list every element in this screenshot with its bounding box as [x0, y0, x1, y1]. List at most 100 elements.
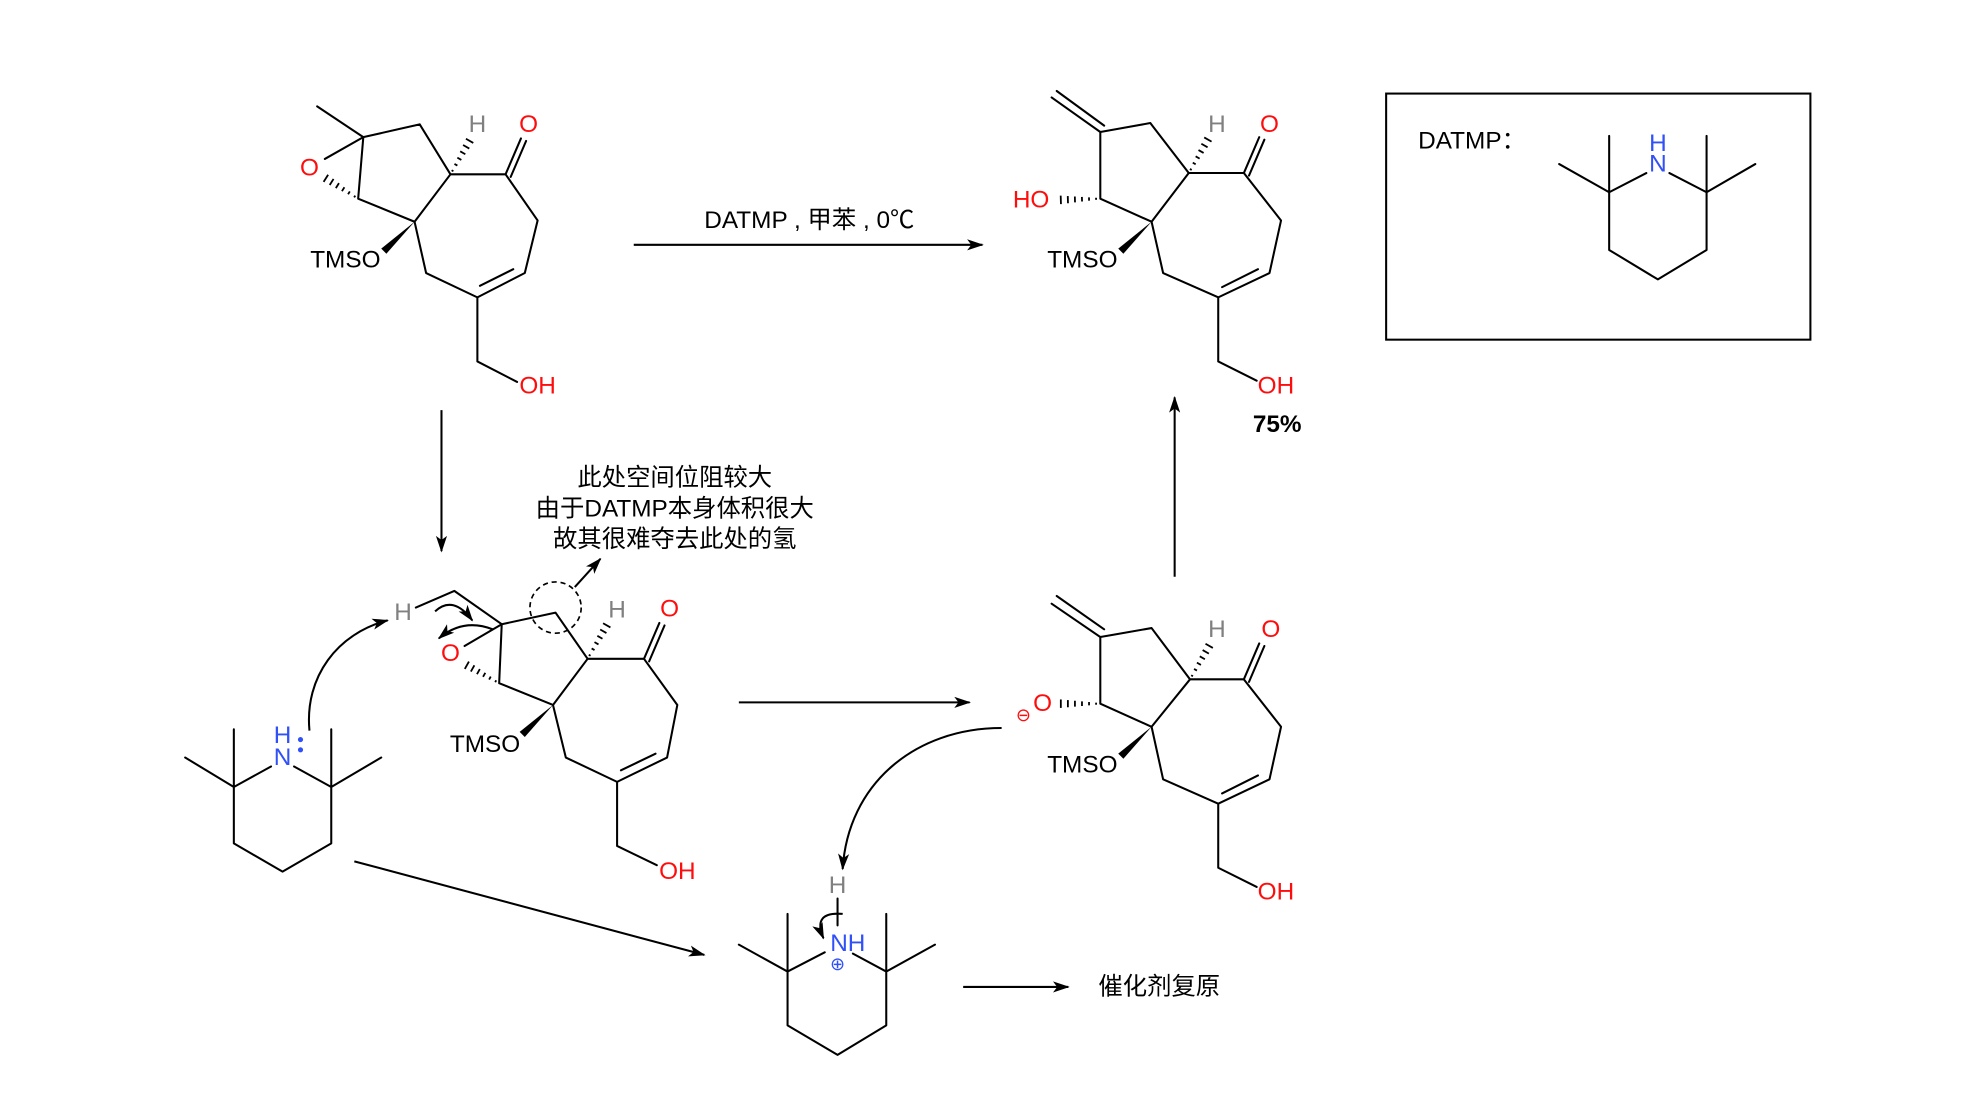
hydrogen-label: H — [1208, 111, 1226, 138]
base-to-ammonium-arrow — [354, 860, 706, 957]
hash-stroke — [456, 156, 462, 161]
hash-stroke — [462, 144, 470, 150]
protonation-curved-arrow — [838, 727, 1002, 871]
negative-charge: ⊖ — [1016, 705, 1031, 725]
hash-stroke — [470, 664, 476, 673]
annotation-line-3: 故其很难夺去此处的氢 — [553, 526, 796, 553]
h-hashed-bond — [588, 622, 611, 657]
nh-bond-curved-arrow — [812, 912, 843, 940]
ammonium-nh: NH — [830, 930, 865, 957]
reaction-conditions: DATMP , 甲苯 , 0℃ — [704, 207, 914, 234]
h-hashed-bond — [1189, 136, 1213, 171]
annotation-line-1: 此处空间位阻较大 — [577, 465, 772, 492]
amine-hydrogen: H — [1649, 130, 1667, 157]
hash-stroke — [1202, 649, 1210, 655]
alkoxide-hashed-bond — [1059, 699, 1097, 708]
lone-pair-dot — [297, 747, 304, 753]
hash-stroke — [341, 186, 346, 192]
yield-label: 75% — [1253, 411, 1302, 438]
hydroxyl-label: OH — [519, 372, 556, 399]
tmso-wedge-bond — [1118, 726, 1152, 759]
steric-hindrance-circle — [529, 581, 583, 635]
epoxide-hashed-bond — [464, 661, 497, 683]
hash-stroke — [1196, 661, 1202, 666]
product: H O HO TMSO OH 75% — [1013, 89, 1302, 438]
hash-stroke — [482, 672, 487, 678]
start-material: O H O TMSO OH — [300, 105, 556, 399]
alkoxide-skeleton — [1050, 594, 1283, 888]
hash-stroke — [335, 182, 340, 189]
hash-stroke — [602, 622, 611, 629]
hash-stroke — [465, 137, 474, 144]
h-hashed-bond — [1190, 642, 1214, 678]
hash-stroke — [591, 647, 595, 651]
hash-stroke — [599, 628, 607, 634]
hash-stroke — [353, 195, 357, 198]
epoxide-opening-curved-arrow — [437, 624, 494, 640]
h-hashed-bond — [451, 137, 474, 173]
amine-hydrogen: H — [274, 722, 292, 749]
hash-stroke — [451, 169, 454, 173]
hydroxyl-label: OH — [659, 858, 696, 885]
ketone-oxygen: O — [1261, 616, 1280, 643]
hash-stroke — [1203, 136, 1213, 143]
hash-stroke — [1205, 642, 1214, 649]
abstracted-hydrogen: H — [394, 599, 412, 626]
product-skeleton — [1050, 89, 1283, 382]
hydroxyl-ho-label: HO — [1013, 186, 1050, 213]
start-material-skeleton — [316, 105, 539, 383]
epoxide-oxygen: O — [300, 154, 319, 181]
annotation-pointer-arrow — [574, 557, 602, 588]
hash-stroke — [596, 635, 603, 640]
tmso-label: TMSO — [310, 247, 380, 274]
hash-stroke — [459, 150, 466, 156]
datmp-base: H N — [184, 618, 389, 873]
hydrogen-label: H — [608, 597, 626, 624]
legend-label: DATMP： — [1418, 127, 1526, 154]
tmso-wedge-bond — [519, 704, 553, 738]
tmso-label: TMSO — [1047, 752, 1117, 779]
hash-stroke — [1200, 142, 1209, 149]
ketone-oxygen: O — [660, 595, 679, 622]
ammonium-skeleton — [737, 897, 936, 1056]
hash-stroke — [1193, 668, 1198, 672]
tmso-label: TMSO — [450, 731, 520, 758]
annotation-line-2: 由于DATMP本身体积很大 — [536, 495, 814, 522]
legend-frame — [1385, 92, 1812, 341]
hash-stroke — [594, 641, 599, 646]
epoxide-hashed-bond — [322, 174, 357, 198]
ketone-oxygen: O — [519, 111, 538, 138]
steric-annotation: 此处空间位阻较大 由于DATMP本身体积很大 故其很难夺去此处的氢 — [536, 465, 814, 554]
hash-stroke — [1189, 168, 1193, 171]
datmp-skeleton — [1558, 134, 1757, 281]
lone-pair-dots — [297, 737, 304, 753]
alkoxide-intermediate: ⊖ O H O TMSO OH — [838, 594, 1295, 906]
hash-stroke — [588, 653, 591, 657]
hydroxyl-label: OH — [1258, 372, 1295, 399]
ammonium-salt: H NH ⊕ — [737, 872, 936, 1056]
amine-nitrogen: N — [274, 744, 292, 771]
hash-stroke — [1195, 155, 1201, 160]
amine-nitrogen: N — [1649, 151, 1667, 178]
hash-stroke — [464, 661, 470, 670]
hash-stroke — [476, 668, 481, 675]
hash-stroke — [322, 174, 329, 183]
hash-stroke — [1199, 655, 1206, 661]
tmso-wedge-bond — [1118, 221, 1152, 254]
deprotonation-curved-arrow — [307, 618, 389, 731]
catalyst-regeneration-label: 催化剂复原 — [1098, 973, 1220, 1000]
hydrogen-label: H — [1208, 616, 1226, 643]
alkoxide-oxygen: O — [1033, 690, 1052, 717]
lone-pair-dot — [297, 737, 304, 743]
ketone-oxygen: O — [1260, 111, 1279, 138]
hash-stroke — [454, 163, 458, 167]
datmp-legend-box: DATMP： H N — [1385, 92, 1812, 341]
ch-bond-curved-arrow — [434, 603, 474, 622]
tmso-label: TMSO — [1047, 247, 1117, 274]
hash-stroke — [1190, 674, 1194, 678]
hash-stroke — [347, 190, 351, 195]
hash-stroke — [328, 178, 335, 186]
transferred-hydrogen: H — [829, 872, 847, 899]
hydroxyl-label: OH — [1258, 879, 1295, 906]
